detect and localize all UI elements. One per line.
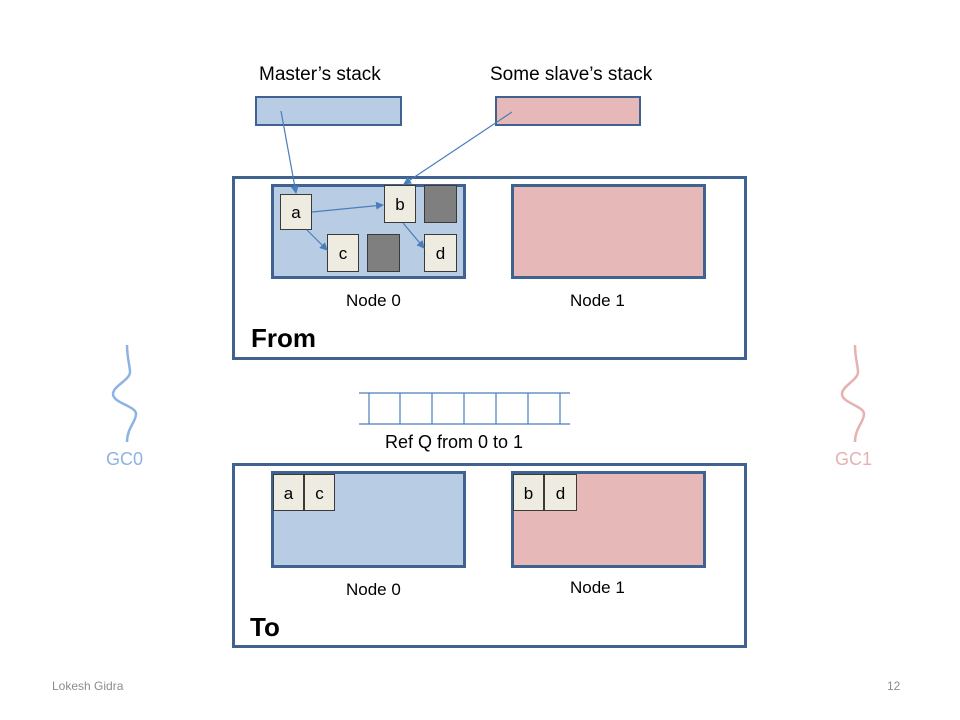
gc0-thread-squiggle — [111, 344, 138, 443]
slave-stack-label: Some slave’s stack — [490, 64, 653, 85]
from-node-0-label: Node 0 — [346, 291, 401, 310]
ref-queue — [359, 392, 570, 425]
to-object-a: a — [273, 474, 304, 511]
gc1-thread-squiggle — [840, 344, 866, 443]
pointer-slave-to-b — [403, 111, 513, 185]
object-b: b — [384, 185, 416, 223]
to-object-d: d — [544, 474, 577, 511]
slave-stack — [495, 96, 641, 126]
from-node-1-label: Node 1 — [570, 291, 625, 310]
gc1-label: GC1 — [835, 449, 873, 469]
to-node-0-label: Node 0 — [346, 580, 401, 599]
object-d: d — [424, 234, 457, 272]
gc0-label: GC0 — [106, 449, 144, 469]
pointer-a-to-b — [311, 201, 384, 213]
unreachable-object — [424, 185, 457, 223]
pointer-a-to-c — [306, 229, 328, 251]
page-number: 12 — [887, 679, 901, 693]
object-c: c — [327, 234, 359, 272]
from-node-1 — [511, 184, 706, 279]
unreachable-object — [367, 234, 400, 272]
master-stack — [255, 96, 402, 126]
footer-author: Lokesh Gidra — [52, 679, 124, 693]
ref-queue-label: Ref Q from 0 to 1 — [385, 432, 524, 452]
to-node-1-label: Node 1 — [570, 578, 625, 597]
object-a: a — [280, 194, 312, 230]
pointer-master-to-a — [280, 110, 299, 194]
master-stack-label: Master’s stack — [259, 64, 381, 85]
from-space-title: From — [251, 323, 316, 353]
to-object-c: c — [304, 474, 335, 511]
to-object-b: b — [513, 474, 544, 511]
to-space-title: To — [250, 612, 280, 642]
pointer-b-to-d — [402, 222, 425, 249]
